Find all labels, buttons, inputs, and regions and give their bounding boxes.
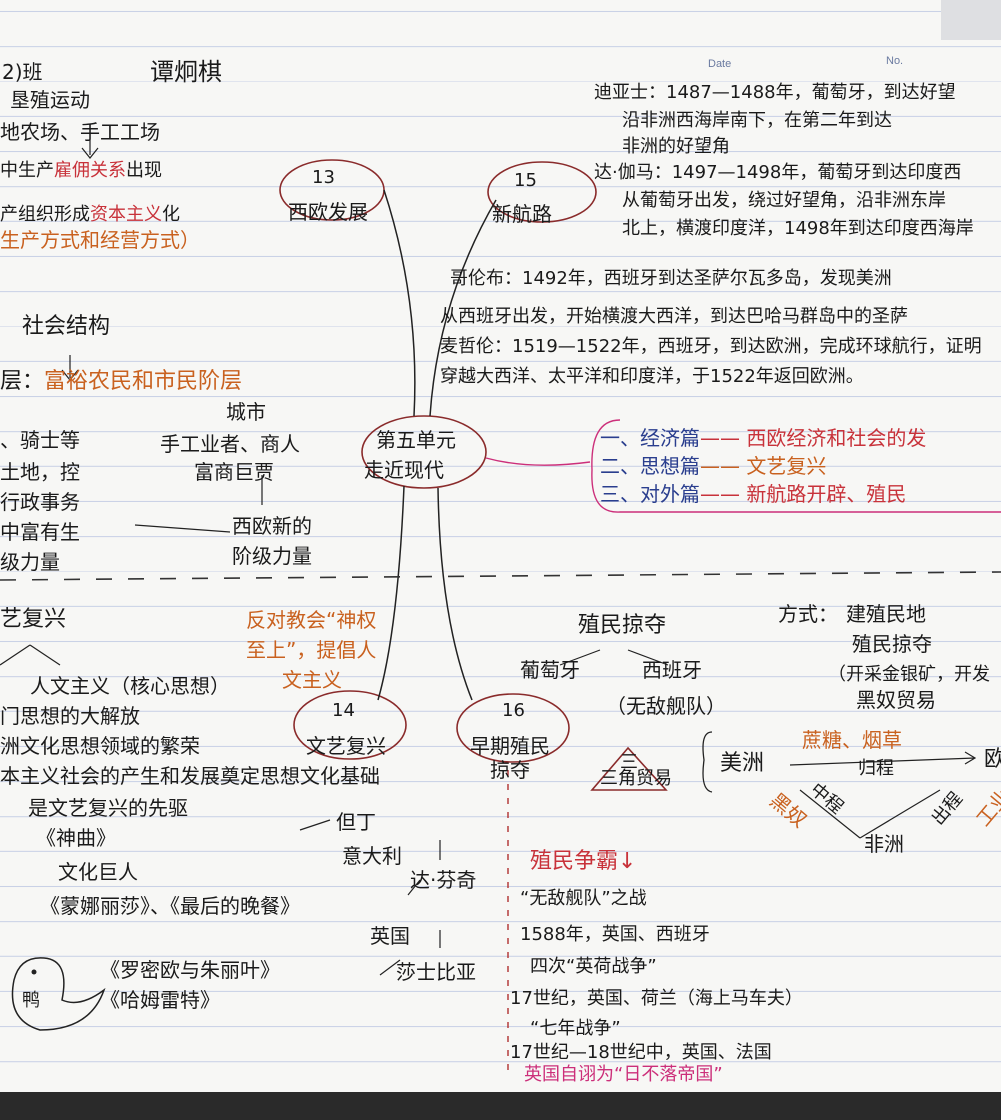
left-line-3: 中生产雇佣关系出现: [0, 160, 162, 181]
circle-16-num: 16: [502, 700, 525, 721]
struggle-2: 1588年，英国、西班牙: [520, 924, 710, 945]
dante: 但丁: [336, 810, 376, 834]
renaissance-l7: 《蒙娜丽莎》、《最后的晚餐》: [40, 894, 300, 918]
italy: 意大利: [342, 844, 402, 868]
circle-13-num: 13: [312, 167, 335, 188]
circle-14: [293, 690, 407, 760]
date-label: Date: [708, 58, 732, 70]
renaissance-l5: 《神曲》: [36, 826, 116, 850]
duck-drawing: [11, 957, 106, 1031]
armada: （无敌舰队）: [606, 694, 726, 718]
struggle-5: “七年战争”: [530, 1018, 621, 1039]
spain: 西班牙: [642, 658, 702, 682]
oppose-1: 反对教会“神权: [246, 608, 377, 632]
gama-2: 从葡萄牙出发，绕过好望角，沿非洲东岸: [622, 190, 946, 211]
triangle-label: 三角贸易: [600, 768, 672, 789]
method-2: 殖民掠夺: [852, 632, 932, 656]
summary-thought: 二、思想篇—— 文艺复兴: [600, 454, 827, 478]
magellan-2: 穿越大西洋、太平洋和印度洋，于1522年返回欧洲。: [440, 366, 864, 387]
struggle-6: 17世纪—18世纪中，英国、法国: [510, 1042, 772, 1063]
columbus-2: 从西班牙出发，开始横渡大西洋，到达巴哈马群岛中的圣萨: [440, 306, 908, 327]
dias-3: 非洲的好望角: [622, 136, 730, 157]
dias-2: 沿非洲西海岸南下，在第二年到达: [622, 110, 892, 131]
europe: 欧: [984, 747, 1001, 772]
new-class-2: 阶级力量: [232, 544, 312, 568]
summary-economy: 一、经济篇—— 西欧经济和社会的发: [600, 426, 927, 450]
circle-16-sub: 掠夺: [490, 758, 530, 782]
method-3: （开采金银矿，开发: [828, 664, 990, 685]
city-people: 手工业者、商人: [160, 432, 300, 456]
class-label: 2)班: [2, 60, 43, 84]
struggle-title: 殖民争霸↓: [530, 849, 637, 874]
city-rich: 富商巨贾: [194, 460, 274, 484]
no-label: No.: [886, 55, 904, 67]
method-1: 建殖民地: [846, 602, 926, 626]
gama-3: 北上，横渡印度洋，1498年到达印度西海岸: [622, 218, 974, 239]
circle-16: [456, 693, 570, 763]
renaissance-l8: 《罗密欧与朱丽叶》: [100, 958, 280, 982]
page-corner: [941, 0, 1001, 40]
renaissance-l2: 洲文化思想领域的繁荣: [0, 734, 200, 758]
method-4: 黑奴贸易: [856, 688, 936, 712]
goods: 蔗糖、烟草: [802, 728, 902, 752]
africa: 非洲: [864, 832, 904, 856]
circle-13-title: 西欧发展: [288, 200, 368, 224]
renaissance-l4: 是文艺复兴的先驱: [28, 796, 188, 820]
society-structure: 社会结构: [22, 314, 111, 339]
portugal: 葡萄牙: [520, 658, 580, 682]
student-name: 谭炯棋: [150, 58, 222, 86]
summary-foreign: 三、对外篇—— 新航路开辟、殖民: [600, 482, 907, 506]
return-voyage: 归程: [858, 758, 894, 779]
england: 英国: [370, 924, 410, 948]
triangle-trade-shape: [590, 746, 668, 791]
americas: 美洲: [720, 751, 765, 776]
knights-1: 、骑士等: [0, 428, 80, 452]
page-bottom-edge: [0, 1092, 1001, 1120]
humanism: 人文主义（核心思想）: [30, 674, 230, 698]
circle-14-num: 14: [332, 700, 355, 721]
renaissance-l3: 本主义社会的产生和发展奠定思想文化基础: [0, 764, 380, 788]
duck-label: 鸭: [22, 990, 40, 1011]
stratum-line: 层：富裕农民和市民阶层: [0, 369, 243, 394]
oppose-3: 文主义: [282, 668, 342, 692]
oppose-2: 至上”，提倡人: [246, 638, 377, 662]
dias-1: 迪亚士：1487—1488年，葡萄牙，到达好望: [594, 82, 956, 103]
struggle-1: “无敌舰队”之战: [520, 888, 647, 909]
struggle-7: 英国自诩为“日不落帝国”: [524, 1064, 723, 1085]
renaissance-l9: 《哈姆雷特》: [100, 988, 220, 1012]
columbus-1: 哥伦布：1492年，西班牙到达圣萨尔瓦多岛，发现美洲: [450, 268, 892, 289]
circle-14-title: 文艺复兴: [306, 734, 386, 758]
left-line-2: 地农场、手工工场: [0, 120, 160, 144]
new-class-1: 西欧新的: [232, 514, 312, 538]
struggle-4: 17世纪，英国、荷兰（海上马车夫）: [510, 988, 803, 1009]
colonial-title: 殖民掠夺: [578, 613, 667, 638]
circle-center: [361, 415, 487, 489]
renaissance-label: 艺复兴: [0, 607, 67, 632]
shakespeare: 莎士比亚: [396, 960, 476, 984]
center-line1: 第五单元: [376, 428, 456, 452]
triangle-num: 三: [620, 752, 638, 773]
left-line-4: 产组织形成资本主义化: [0, 204, 180, 225]
gama-1: 达·伽马：1497—1498年，葡萄牙到达印度西: [594, 162, 962, 183]
knights-3: 行政事务: [0, 490, 80, 514]
left-line-1: 垦殖运动: [10, 88, 90, 112]
circle-15-num: 15: [514, 170, 537, 191]
circle-16-title: 早期殖民: [470, 734, 550, 758]
renaissance-l6: 文化巨人: [58, 860, 138, 884]
davinci: 达·芬奇: [410, 868, 477, 892]
knights-4: 中富有生: [0, 520, 80, 544]
struggle-3: 四次“英荷战争”: [530, 956, 657, 977]
city-label: 城市: [226, 400, 266, 424]
circle-15-title: 新航路: [492, 202, 552, 226]
knights-5: 级力量: [0, 550, 60, 574]
magellan-1: 麦哲伦：1519—1522年，西班牙，到达欧洲，完成环球航行，证明: [440, 336, 982, 357]
renaissance-l1: 门思想的大解放: [0, 704, 140, 728]
method-label: 方式：: [778, 602, 838, 626]
knights-2: 土地，控: [0, 460, 80, 484]
left-line-5: 生产方式和经营方式）: [0, 228, 200, 252]
circle-15: [487, 161, 597, 223]
center-line2: 走近现代: [364, 458, 444, 482]
